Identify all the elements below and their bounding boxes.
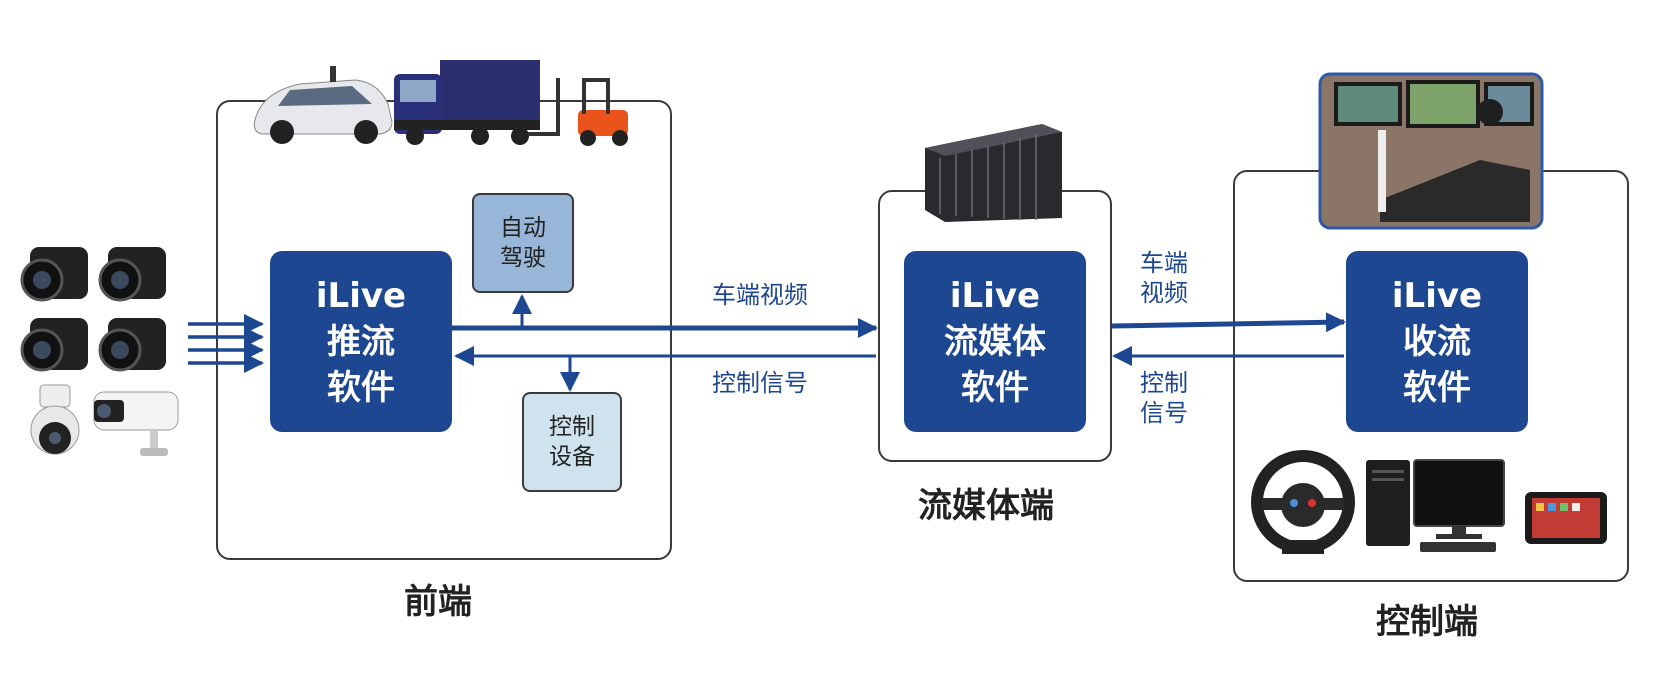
- media-video-label: 车端 视频: [1140, 248, 1188, 308]
- steering-wheel-icon: [1251, 450, 1355, 554]
- truck-icon: [394, 60, 540, 145]
- control-end-caption: 控制端: [1376, 602, 1478, 642]
- autodrive-box: 自动 驾驶: [472, 193, 574, 293]
- media-software-box: iLive 流媒体 软件: [904, 251, 1086, 432]
- push-software-line-2: 推流: [327, 321, 395, 362]
- camera-icon: [98, 318, 166, 372]
- push-software-line-3: 软件: [327, 367, 395, 408]
- server-rack-icon: [925, 124, 1062, 222]
- media-software-line-3: 软件: [961, 367, 1029, 408]
- receive-software-line-1: iLive: [1391, 275, 1483, 316]
- dome-camera-icon: [30, 384, 80, 455]
- control-device-line-2: 设备: [549, 444, 595, 470]
- media-end-caption: 流媒体端: [918, 486, 1054, 526]
- media-video-label-line-1: 车端: [1140, 249, 1188, 277]
- vehicle-video-label: 车端视频: [712, 281, 808, 309]
- media-to-control-video-arrow: [1111, 312, 1346, 333]
- control-device-box: 控制 设备: [522, 392, 622, 492]
- bullet-camera-icon: [93, 391, 179, 456]
- desktop-computer-icon: [1366, 459, 1505, 552]
- media-software-line-2: 流媒体: [944, 321, 1046, 362]
- push-software-line-1: iLive: [315, 275, 407, 316]
- car-icon: [253, 66, 393, 144]
- camera-input-arrows: [188, 314, 264, 373]
- camera-icon: [20, 247, 88, 302]
- media-video-label-line-2: 视频: [1140, 279, 1188, 307]
- forklift-icon: [528, 78, 628, 146]
- driving-simulator-photo: [1318, 72, 1544, 230]
- media-signal-label-line-1: 控制: [1140, 369, 1188, 397]
- autodrive-line-2: 驾驶: [500, 245, 546, 271]
- media-software-line-1: iLive: [949, 275, 1041, 316]
- push-software-box: iLive 推流 软件: [270, 251, 452, 432]
- media-signal-label: 控制 信号: [1140, 368, 1188, 428]
- autodrive-line-1: 自动: [500, 215, 546, 241]
- media-signal-label-line-2: 信号: [1140, 399, 1188, 427]
- camera-icon: [20, 318, 88, 372]
- receive-software-line-2: 收流: [1403, 321, 1471, 362]
- front-end-caption: 前端: [404, 582, 472, 622]
- camera-icon: [98, 247, 166, 302]
- control-device-line-1: 控制: [549, 414, 595, 440]
- receive-software-box: iLive 收流 软件: [1346, 251, 1528, 432]
- receive-software-line-3: 软件: [1403, 367, 1471, 408]
- tablet-icon: [1525, 492, 1607, 544]
- control-signal-label: 控制信号: [712, 369, 808, 397]
